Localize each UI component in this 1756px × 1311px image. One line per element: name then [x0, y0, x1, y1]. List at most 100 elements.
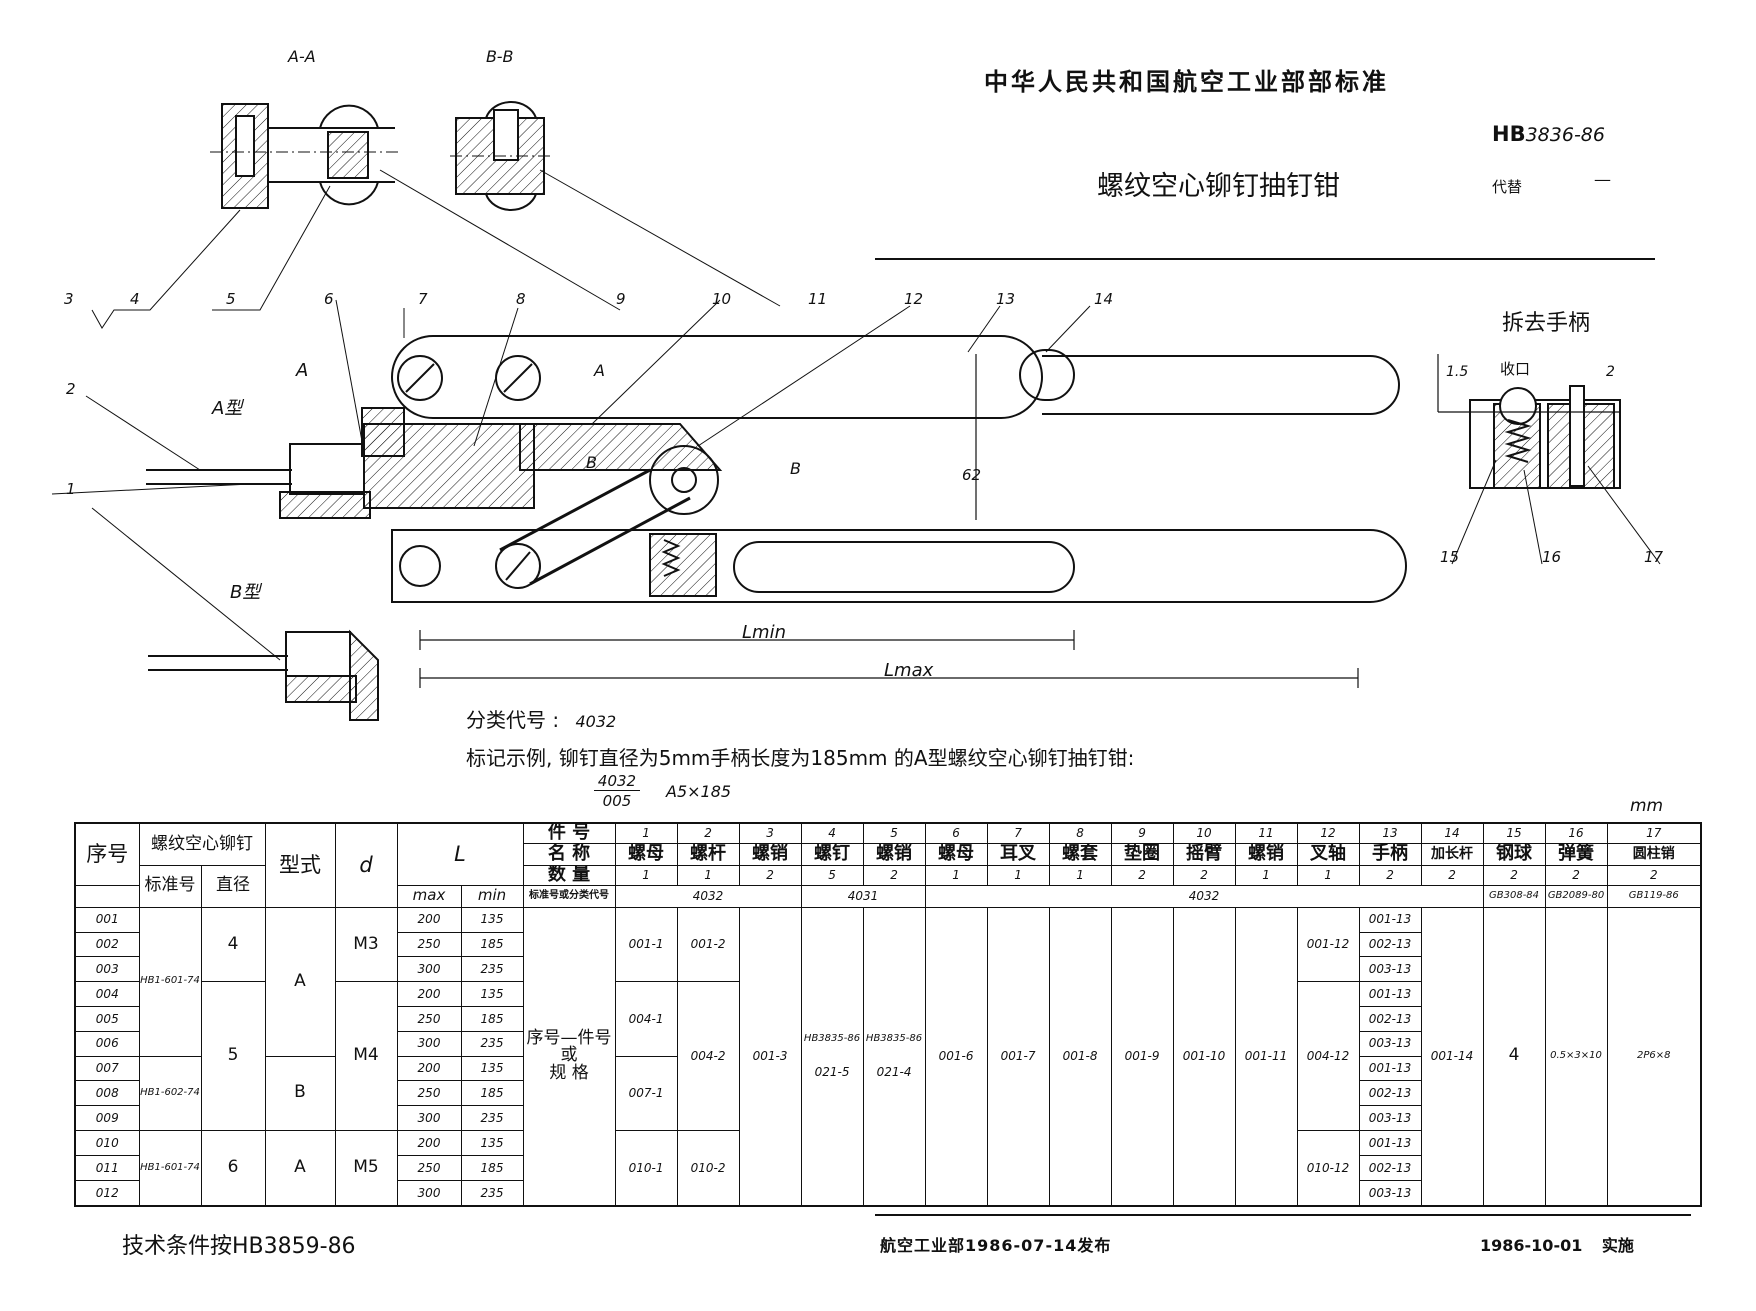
- qty-3: 2: [738, 864, 802, 886]
- replace-label: 代替: [1492, 178, 1523, 196]
- callout-2: 2: [66, 380, 76, 398]
- qty-8: 1: [1048, 864, 1112, 886]
- p15: 4: [1482, 906, 1546, 1207]
- agency-title: 中华人民共和国航空工业部部标准: [984, 68, 1389, 96]
- lmax-009: 300: [396, 1105, 462, 1132]
- part-name-4: 螺钉: [800, 842, 864, 866]
- rivet-std-2: HB1-602-74: [138, 1055, 202, 1132]
- dia-6: 6: [200, 1130, 266, 1207]
- rivet-std-1: HB1-601-74: [138, 906, 202, 1057]
- seq-003: 003: [74, 956, 140, 983]
- class-code-line: 分类代号 : 4032: [466, 704, 616, 733]
- label-section-bb: B-B: [486, 47, 513, 66]
- p17: 2P6×8: [1606, 906, 1702, 1207]
- part-no-10: 10: [1172, 822, 1236, 844]
- part-no-1: 1: [614, 822, 678, 844]
- issue-line: 航空工业部1986-07-14发布: [880, 1236, 1112, 1255]
- header-dia: 直径: [200, 864, 266, 908]
- document-title: 螺纹空心铆钉抽钉钳: [1097, 171, 1340, 202]
- p13-002: 002-13: [1358, 931, 1422, 958]
- type-a-1: A: [264, 906, 336, 1057]
- header-seq-blank: [74, 884, 140, 908]
- std-code-17: GB119-86: [1606, 884, 1702, 908]
- mark-fraction-num: 4032: [594, 772, 640, 791]
- lmax-004: 200: [396, 981, 462, 1008]
- lmin-001: 135: [460, 906, 524, 933]
- row-label-part: 件 号: [522, 822, 616, 844]
- p13-010: 001-13: [1358, 1130, 1422, 1156]
- qty-10: 2: [1172, 864, 1236, 886]
- lmin-012: 235: [460, 1179, 524, 1207]
- callout-12: 12: [904, 290, 923, 308]
- lmax-012: 300: [396, 1179, 462, 1207]
- seq-005: 005: [74, 1006, 140, 1032]
- lmax-006: 300: [396, 1030, 462, 1057]
- std-code-15: GB308-84: [1482, 884, 1546, 908]
- seq-008: 008: [74, 1080, 140, 1107]
- callout-9: 9: [616, 290, 626, 308]
- part-no-13: 13: [1358, 822, 1422, 844]
- p2-004: 004-2: [676, 981, 740, 1132]
- qty-12: 1: [1296, 864, 1360, 886]
- lmax-003: 300: [396, 956, 462, 983]
- part-no-12: 12: [1296, 822, 1360, 844]
- p1-010: 010-1: [614, 1130, 678, 1207]
- callout-6: 6: [324, 290, 334, 308]
- lmin-003: 235: [460, 956, 524, 983]
- part-name-7: 耳叉: [986, 842, 1050, 866]
- part-name-15: 钢球: [1482, 842, 1546, 866]
- p2-010: 010-2: [676, 1130, 740, 1207]
- part-no-17: 17: [1606, 822, 1702, 844]
- p14: 001-14: [1420, 906, 1484, 1207]
- standard-number: HB3836-86: [1492, 122, 1605, 146]
- seq-012: 012: [74, 1179, 140, 1207]
- part-name-13: 手柄: [1358, 842, 1422, 866]
- dia-5: 5: [200, 981, 266, 1132]
- lmax-008: 250: [396, 1080, 462, 1107]
- body-label-3: 规 格: [549, 1063, 589, 1084]
- std-code-group-1: 4032: [614, 884, 802, 908]
- part-no-11: 11: [1234, 822, 1298, 844]
- p13-007: 001-13: [1358, 1055, 1422, 1082]
- p12-004: 004-12: [1296, 981, 1360, 1132]
- d-m5: M5: [334, 1130, 398, 1207]
- callout-17: 17: [1644, 548, 1664, 566]
- p4-code: 021-5: [814, 1065, 850, 1080]
- lower-handle: [391, 468, 1407, 603]
- part-no-6: 6: [924, 822, 988, 844]
- lmin-007: 135: [460, 1055, 524, 1082]
- p1-004: 004-1: [614, 981, 678, 1057]
- class-code-value: 4032: [575, 712, 617, 731]
- d-m4: M4: [334, 981, 398, 1132]
- header-L: L: [396, 822, 524, 886]
- qty-14: 2: [1420, 864, 1484, 886]
- part-name-14: 加长杆: [1420, 842, 1484, 866]
- p13-005: 002-13: [1358, 1006, 1422, 1032]
- type-a-2: A: [264, 1130, 336, 1207]
- seq-009: 009: [74, 1105, 140, 1132]
- assembly-drawing: A-A B-B 拆去手柄 A型 B型 A A B B Lmin Lmax 62 …: [51, 47, 1664, 721]
- mark-code: A5×185: [666, 782, 732, 801]
- part-name-3: 螺销: [738, 842, 802, 866]
- row-label-name: 名 称: [522, 842, 616, 866]
- p2-001: 001-2: [676, 906, 740, 983]
- p13-011: 002-13: [1358, 1154, 1422, 1181]
- qty-9: 2: [1110, 864, 1174, 886]
- p1-001: 001-1: [614, 906, 678, 983]
- p5-code: 021-4: [876, 1065, 912, 1080]
- b-type-view: [148, 629, 379, 721]
- callout-4: 4: [130, 290, 140, 308]
- unit-label: mm: [1630, 796, 1664, 816]
- part-no-16: 16: [1544, 822, 1608, 844]
- footer-rule: [875, 1214, 1691, 1216]
- qty-6: 1: [924, 864, 988, 886]
- seq-011: 011: [74, 1154, 140, 1181]
- p13-006: 003-13: [1358, 1030, 1422, 1057]
- label-lmax: Lmax: [884, 660, 934, 681]
- callout-10: 10: [712, 290, 731, 308]
- implementation-label: 实施: [1601, 1236, 1634, 1255]
- lmin-011: 185: [460, 1154, 524, 1181]
- label-remove-handle: 拆去手柄: [1502, 311, 1590, 336]
- callout-3: 3: [64, 290, 74, 308]
- dia-4: 4: [200, 906, 266, 983]
